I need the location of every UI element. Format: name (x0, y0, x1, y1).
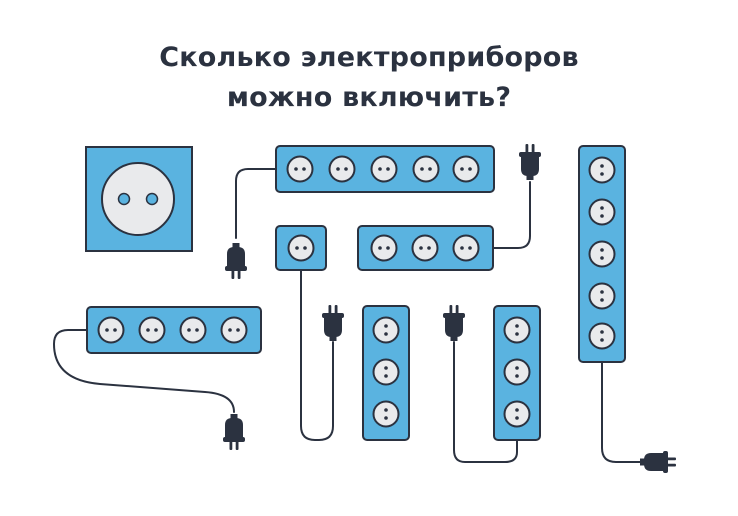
title-line-2: можно включить? (226, 82, 512, 113)
cord-left-strip (52, 329, 235, 413)
outlet (287, 234, 315, 262)
outlet (452, 234, 480, 262)
plug-icon (519, 144, 541, 180)
cord-top-strip (235, 168, 277, 239)
cords (52, 168, 641, 463)
cord-small-strip (300, 269, 334, 441)
outlet (452, 155, 480, 183)
plug-icon (640, 451, 676, 473)
outlet (588, 322, 616, 350)
outlet (370, 234, 398, 262)
outlet (588, 240, 616, 268)
outlet (372, 316, 400, 344)
power-strip-middle-3 (357, 225, 494, 271)
plug-icon (223, 414, 245, 450)
outlet (412, 155, 440, 183)
outlet (370, 155, 398, 183)
outlet (411, 234, 439, 262)
outlet (503, 400, 531, 428)
outlet (588, 282, 616, 310)
power-strip-top-5 (275, 145, 495, 193)
cord-middle-strip (492, 181, 531, 249)
power-strip-vertical-3a (362, 305, 410, 441)
outlet (372, 358, 400, 386)
outlet (503, 358, 531, 386)
power-strip-vertical-5 (578, 145, 626, 363)
outlet (286, 155, 314, 183)
cord-vertical-3b (453, 341, 518, 463)
outlet (97, 316, 125, 344)
wall-socket-icon (85, 146, 193, 252)
title-line-1: Сколько электроприборов (159, 42, 579, 73)
cord-vertical-5 (601, 361, 641, 463)
power-strip-left-4 (86, 306, 262, 354)
outlet (328, 155, 356, 183)
plug-icon (322, 305, 344, 341)
power-strip-vertical-3b (493, 305, 541, 441)
outlet (179, 316, 207, 344)
power-strip-small-1 (275, 225, 327, 271)
plug-icon (225, 243, 247, 279)
plug-icon (443, 305, 465, 341)
outlet (138, 316, 166, 344)
outlet (503, 316, 531, 344)
page-title: Сколько электроприборов можно включить? (0, 38, 738, 118)
outlet (588, 156, 616, 184)
outlet (220, 316, 248, 344)
outlet (588, 198, 616, 226)
outlet (372, 400, 400, 428)
